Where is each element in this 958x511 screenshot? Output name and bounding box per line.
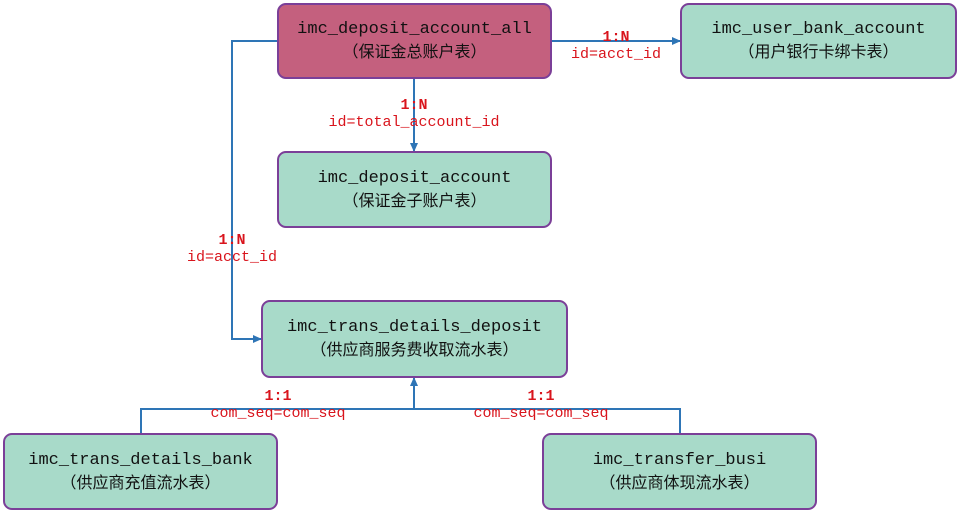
label-all-to-trans-deposit: 1:N id=acct_id bbox=[172, 232, 292, 266]
label-bank-to-trans-deposit: 1:1 com_seq=com_seq bbox=[196, 388, 360, 422]
node-deposit-account: imc_deposit_account （保证金子账户表） bbox=[277, 151, 552, 228]
node-user-bank-account: imc_user_bank_account （用户银行卡绑卡表） bbox=[680, 3, 957, 79]
edge-all-to-trans-deposit bbox=[231, 40, 277, 343]
label-busi-to-trans-deposit: 1:1 com_seq=com_seq bbox=[459, 388, 623, 422]
join-key: com_seq=com_seq bbox=[210, 405, 346, 422]
node-transfer-busi: imc_transfer_busi （供应商体现流水表） bbox=[542, 433, 817, 510]
join-key: id=total_account_id bbox=[328, 114, 500, 131]
node-deposit-account-all: imc_deposit_account_all （保证金总账户表） bbox=[277, 3, 552, 79]
node-name: imc_user_bank_account bbox=[711, 20, 926, 39]
node-desc: （保证金总账户表） bbox=[342, 42, 487, 61]
label-all-to-deposit: 1:N id=total_account_id bbox=[304, 97, 524, 131]
node-desc: （供应商充值流水表） bbox=[60, 472, 221, 492]
node-desc: （保证金子账户表） bbox=[342, 190, 487, 210]
edge-bank-to-trans-deposit bbox=[140, 377, 418, 433]
node-trans-details-bank: imc_trans_details_bank （供应商充值流水表） bbox=[3, 433, 278, 510]
node-name: imc_trans_details_deposit bbox=[286, 318, 543, 337]
edge-busi-to-trans-deposit bbox=[414, 408, 681, 433]
label-all-to-user-bank: 1:N id=acct_id bbox=[555, 29, 677, 63]
cardinality: 1:N bbox=[602, 29, 630, 46]
node-desc: （供应商体现流水表） bbox=[599, 472, 760, 492]
node-desc: （用户银行卡绑卡表） bbox=[738, 42, 899, 61]
node-name: imc_deposit_account bbox=[317, 168, 512, 188]
cardinality: 1:N bbox=[400, 97, 428, 114]
node-name: imc_transfer_busi bbox=[592, 450, 767, 470]
node-name: imc_trans_details_bank bbox=[28, 450, 253, 470]
cardinality: 1:1 bbox=[264, 388, 292, 405]
node-trans-details-deposit: imc_trans_details_deposit （供应商服务费收取流水表） bbox=[261, 300, 568, 378]
join-key: id=acct_id bbox=[186, 249, 277, 266]
cardinality: 1:N bbox=[218, 232, 246, 249]
node-name: imc_deposit_account_all bbox=[297, 20, 532, 39]
join-key: id=acct_id bbox=[570, 46, 661, 63]
join-key: com_seq=com_seq bbox=[473, 405, 609, 422]
node-desc: （供应商服务费收取流水表） bbox=[310, 340, 519, 359]
cardinality: 1:1 bbox=[527, 388, 555, 405]
